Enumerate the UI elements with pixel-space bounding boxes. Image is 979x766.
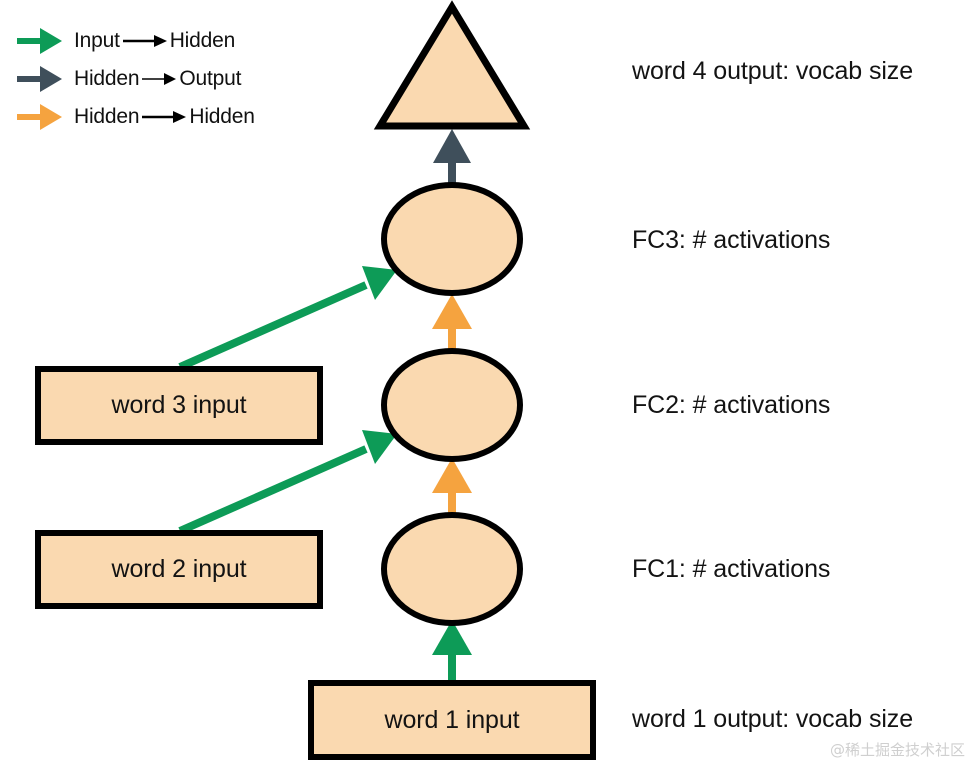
label-fc1: FC1: # activations — [632, 555, 831, 583]
label-word3-input: word 3 input — [111, 391, 247, 419]
watermark: @稀土掘金技术社区 — [829, 741, 965, 759]
node-fc1[interactable] — [381, 512, 523, 626]
legend-item-input-to-hidden[interactable]: Input Hidden — [0, 22, 235, 60]
node-fc2[interactable] — [381, 348, 523, 462]
legend-label-from: Hidden — [74, 67, 140, 90]
orange-arrow-icon — [17, 104, 62, 130]
legend-label-to: Output — [179, 67, 242, 90]
label-word1-input: word 1 input — [384, 706, 520, 734]
legend: Input Hidden Hidden Output Hid — [0, 0, 300, 136]
black-arrow-icon — [142, 73, 177, 85]
edge-fc3-to-output — [433, 129, 471, 188]
black-arrow-icon — [142, 111, 187, 123]
edge-word2-to-fc2 — [178, 430, 397, 535]
legend-item-hidden-to-hidden[interactable]: Hidden Hidden — [0, 98, 255, 136]
label-word1-output: word 1 output: vocab size — [632, 705, 913, 733]
legend-label-to: Hidden — [189, 105, 255, 128]
legend-label-from: Input — [74, 29, 120, 52]
node-word3-input[interactable] — [35, 366, 323, 445]
slate-arrow-icon — [17, 66, 62, 92]
node-word1-input[interactable] — [308, 680, 596, 760]
green-arrow-icon — [17, 28, 62, 54]
edge-word1-to-fc1 — [432, 620, 472, 681]
node-word2-input[interactable] — [35, 530, 323, 609]
legend-item-hidden-to-output[interactable]: Hidden Output — [0, 60, 241, 98]
node-output-triangle[interactable] — [373, 0, 531, 130]
label-word4-output: word 4 output: vocab size — [632, 57, 913, 85]
legend-label-to: Hidden — [169, 29, 236, 52]
label-fc3: FC3: # activations — [632, 226, 831, 254]
black-arrow-icon — [122, 35, 167, 47]
edge-fc2-to-fc3 — [432, 294, 472, 357]
edge-word3-to-fc3 — [178, 266, 397, 371]
label-fc2: FC2: # activations — [632, 391, 831, 419]
node-fc3[interactable] — [381, 182, 523, 296]
legend-label-from: Hidden — [74, 105, 140, 128]
label-word2-input: word 2 input — [111, 555, 247, 583]
edge-fc1-to-fc2 — [432, 458, 472, 521]
